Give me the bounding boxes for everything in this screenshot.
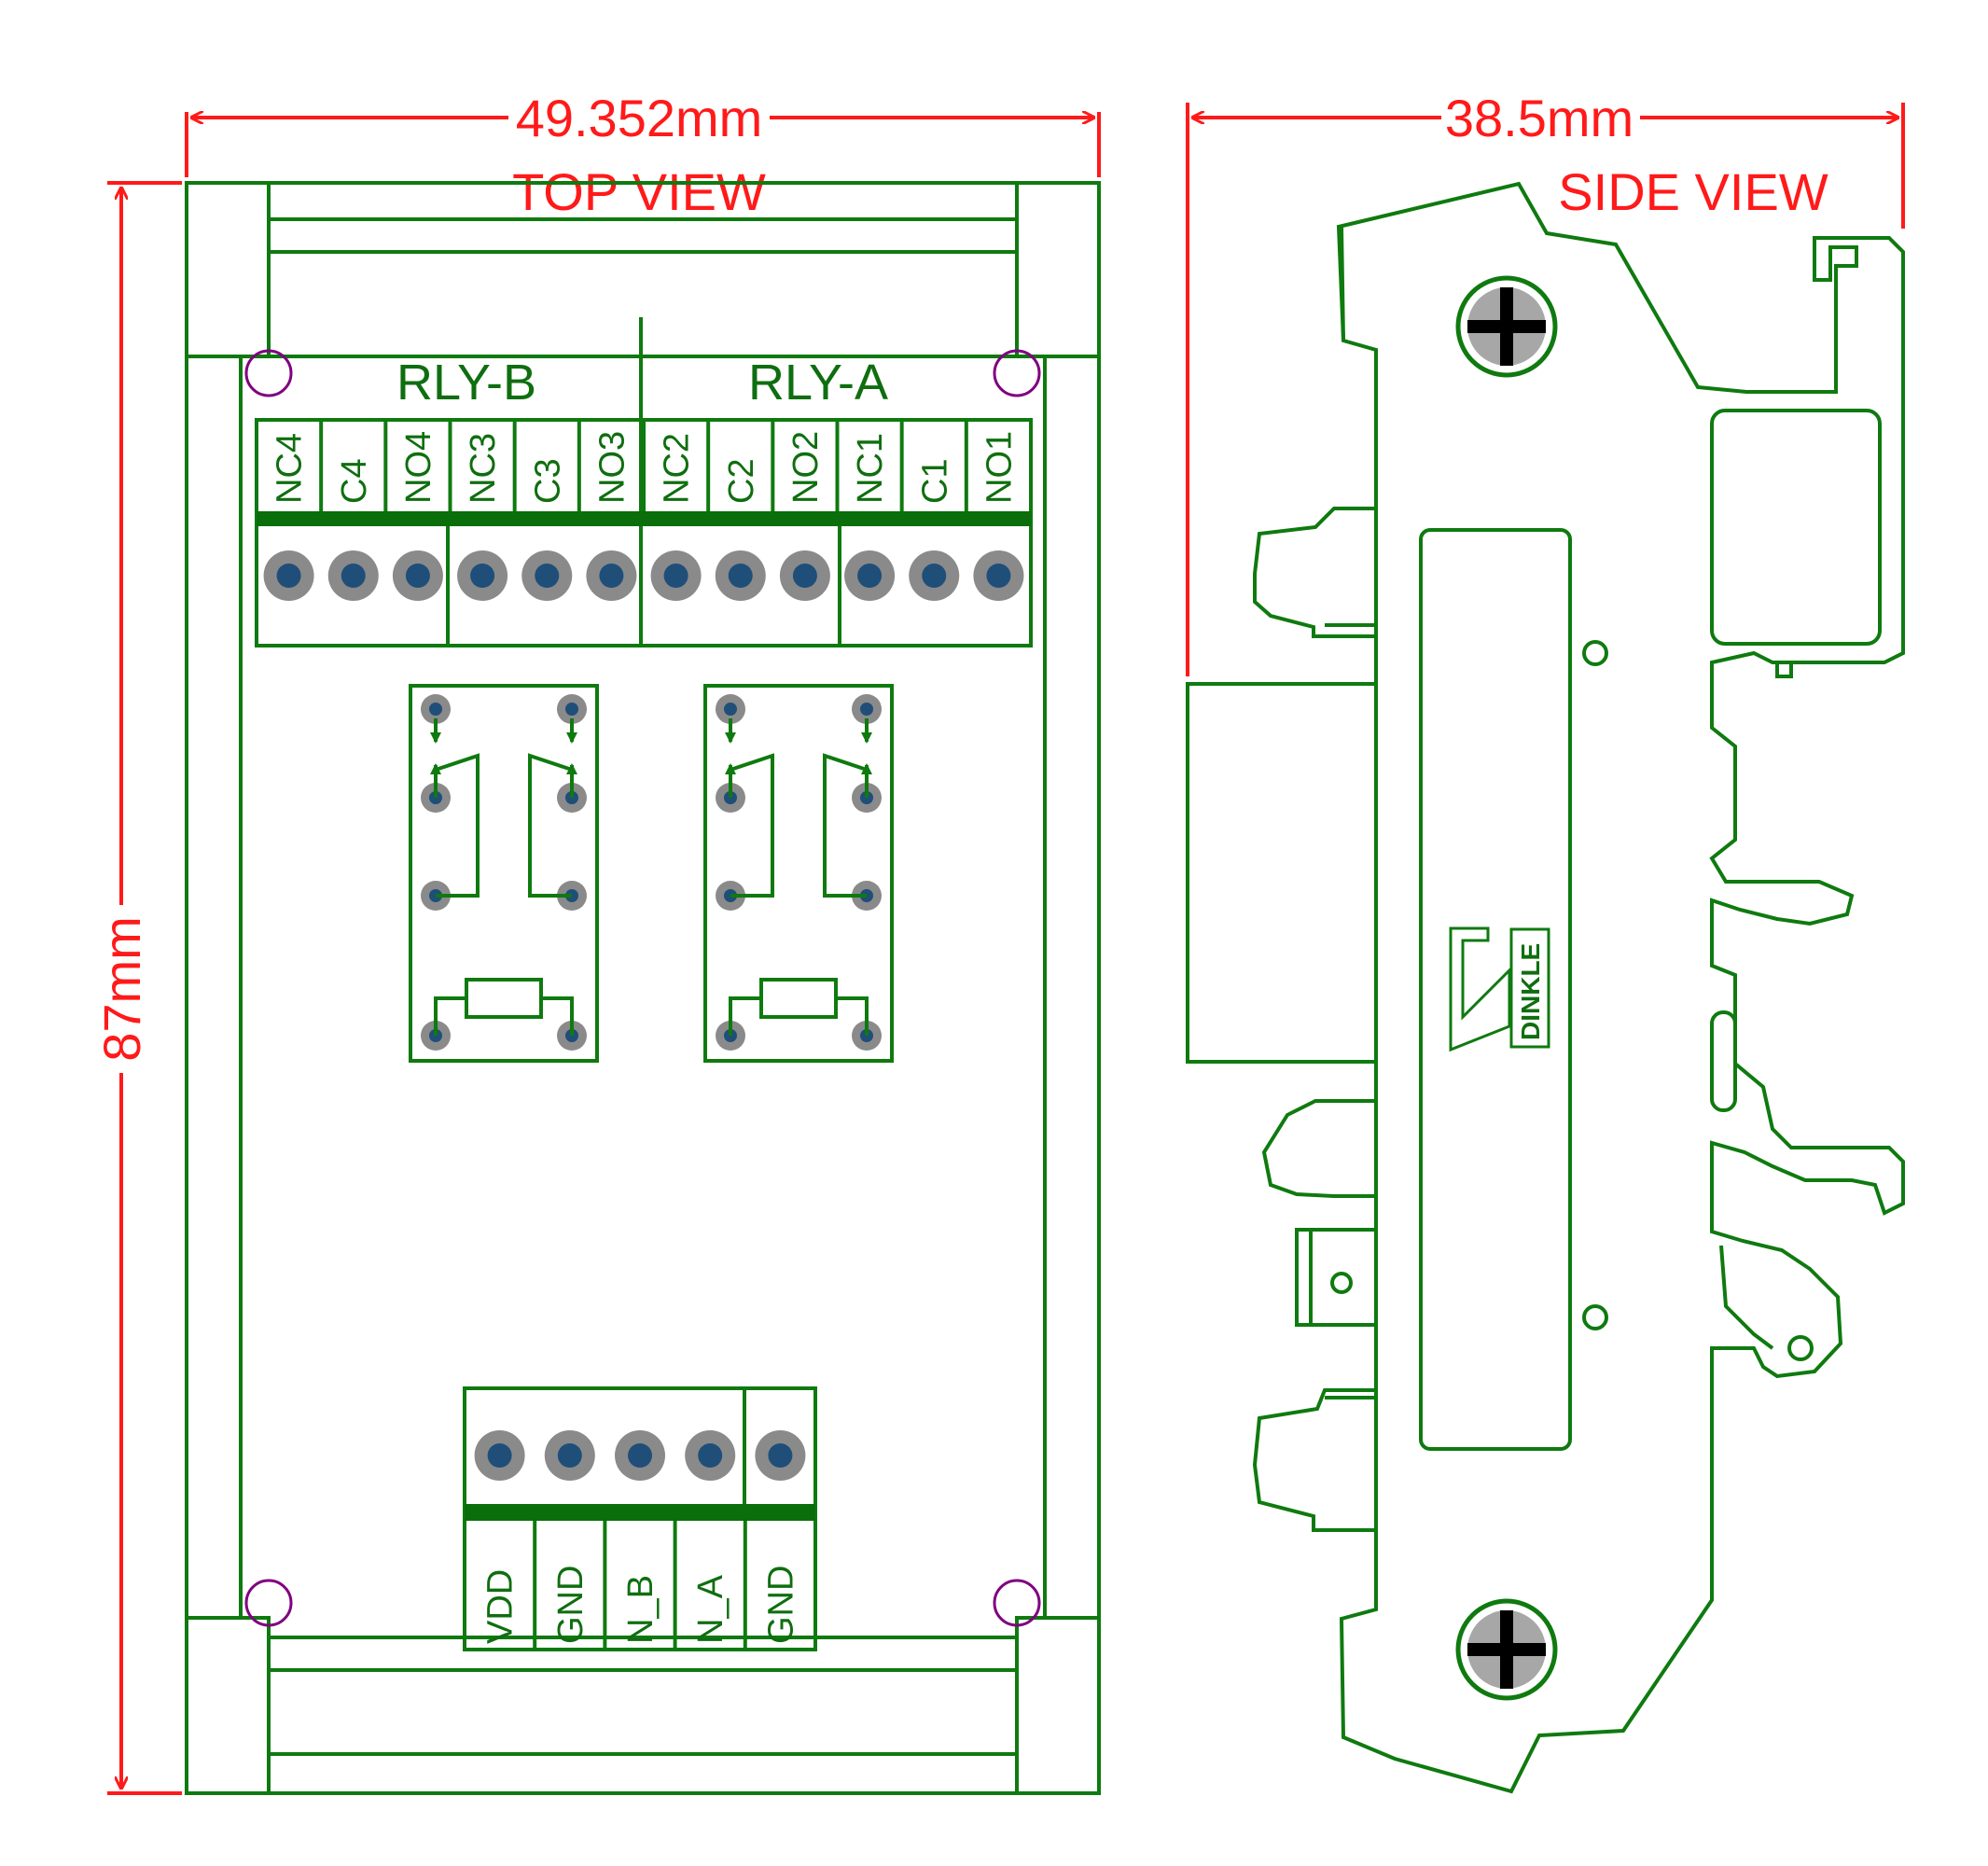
side-width-label: 38.5mm	[1445, 89, 1633, 147]
terminal-label-top: NO3	[592, 431, 632, 504]
terminal-screw-top	[586, 550, 637, 601]
relay-pin	[716, 694, 745, 724]
dinkle-logo: DINKLE	[1449, 926, 1550, 1052]
terminal-screw-top	[521, 550, 573, 601]
terminal-screw-top	[263, 550, 314, 601]
mount-holes	[244, 349, 1041, 1627]
top-height-label: 87mm	[92, 916, 151, 1062]
terminal-label-bottom: GND	[761, 1566, 800, 1644]
relay-pin	[852, 694, 882, 724]
terminal-screw-top	[457, 550, 508, 601]
side-width-dimension: 38.5mm	[1186, 89, 1905, 676]
terminal-label-bottom: N_B	[621, 1575, 660, 1644]
terminal-screw-bottom	[474, 1430, 525, 1481]
top-width-label: 49.352mm	[516, 89, 763, 147]
relay-b	[409, 684, 599, 1063]
mount-hole-tr	[993, 349, 1041, 397]
terminal-label-top: C4	[335, 458, 374, 504]
bottom-terminal-block: VDD GND N_B N_A GND	[463, 1386, 817, 1651]
terminal-screw-top	[973, 550, 1024, 601]
top-view-title: TOP VIEW	[512, 162, 766, 221]
terminal-screw-top	[650, 550, 702, 601]
top-terminal-strip	[257, 511, 1031, 526]
bottom-terminal-strip	[465, 1504, 815, 1521]
terminal-label-top: NO4	[399, 431, 438, 504]
terminal-label-top: NC3	[464, 433, 503, 504]
relay-a	[703, 684, 894, 1063]
side-screw-bottom	[1455, 1598, 1558, 1701]
terminal-label-bottom: GND	[551, 1566, 591, 1644]
top-housing	[185, 181, 1101, 1795]
terminal-label-top: C2	[722, 458, 761, 504]
terminal-screw-bottom	[755, 1430, 806, 1481]
top-terminal-block: NC4 C4 NO4 NC3 C3 NO3 NC2 C2 NO2 NC1 C1 NO1	[255, 418, 1033, 648]
terminal-label-top: NO2	[786, 431, 826, 504]
side-window	[1419, 528, 1572, 1451]
terminal-screw-bottom	[544, 1430, 595, 1481]
top-height-dimension: 87mm	[92, 181, 182, 1795]
top-width-dimension: 49.352mm	[185, 89, 1101, 177]
terminal-screw-bottom	[685, 1430, 736, 1481]
terminal-screw-top	[327, 550, 379, 601]
terminal-screw-top	[909, 550, 960, 601]
terminal-screw-top	[715, 550, 766, 601]
terminal-screw-bottom	[615, 1430, 665, 1481]
terminal-label-top: NO1	[980, 431, 1019, 504]
terminal-screw-top	[779, 550, 830, 601]
terminal-label-top: C1	[915, 458, 954, 504]
terminal-label-bottom: N_A	[691, 1574, 730, 1644]
terminal-label-top: NC2	[658, 433, 697, 504]
mount-hole-tl	[244, 349, 293, 397]
side-housing-outline	[1336, 181, 1905, 1794]
side-screw-top	[1455, 275, 1558, 378]
terminal-screw-top	[844, 550, 896, 601]
group-label-rly-a: RLY-A	[748, 355, 888, 411]
side-view-title: SIDE VIEW	[1558, 162, 1828, 221]
top-view: 49.352mm 87mm TOP VIEW	[92, 89, 1101, 1795]
dinkle-logo-text: DINKLE	[1516, 943, 1545, 1040]
terminal-label-bottom: VDD	[481, 1569, 521, 1644]
side-view: 38.5mm SIDE VIEW	[1186, 89, 1905, 1794]
terminal-label-top: NC4	[271, 433, 310, 504]
mount-hole-bl	[244, 1579, 293, 1627]
mount-hole-br	[993, 1579, 1041, 1627]
terminal-screw-top	[392, 550, 443, 601]
relay-pin	[421, 694, 451, 724]
terminal-label-top: C3	[528, 458, 567, 504]
terminal-label-top: NC1	[851, 433, 890, 504]
relay-pin	[557, 694, 587, 724]
group-label-rly-b: RLY-B	[396, 355, 536, 411]
